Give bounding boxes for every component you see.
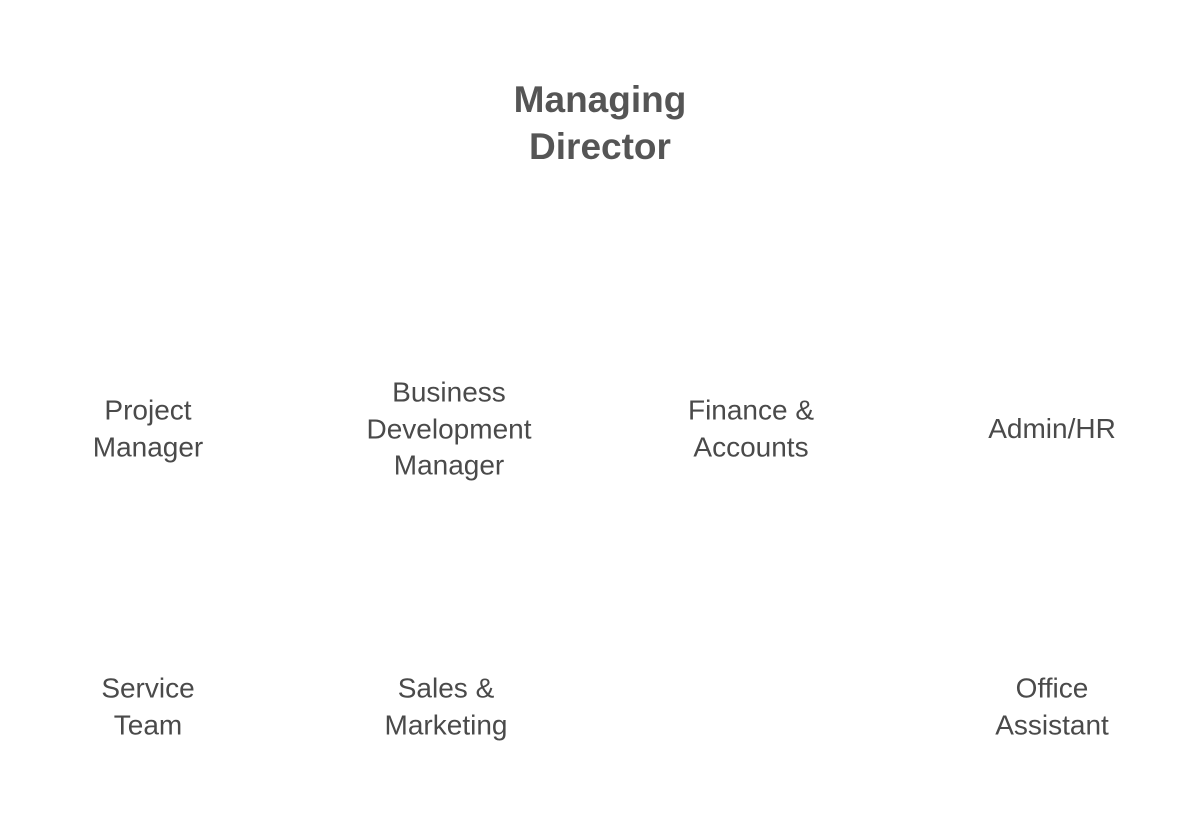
org-node-office-assistant: Office Assistant: [995, 671, 1109, 744]
org-node-sales-marketing: Sales & Marketing: [385, 671, 508, 744]
node-label-line: Development: [366, 412, 532, 444]
node-label-line: Business: [392, 376, 506, 408]
node-label-line: Assistant: [995, 709, 1109, 740]
org-node-service-team: Service Team: [101, 671, 194, 744]
org-node-managing-director: Managing Director: [514, 76, 687, 170]
node-label-line: Manager: [393, 449, 505, 481]
node-label-line: Service: [101, 672, 195, 704]
org-node-finance-accounts: Finance & Accounts: [688, 393, 814, 466]
node-label-line: Accounts: [693, 431, 809, 462]
node-label-line: Office: [1015, 672, 1089, 704]
node-label-line: Project: [104, 394, 192, 426]
org-node-admin-hr: Admin/HR: [988, 411, 1116, 448]
node-label-line: Team: [113, 709, 183, 740]
node-label-line: Managing: [513, 79, 687, 120]
org-node-project-manager: Project Manager: [93, 393, 204, 466]
node-label-line: Marketing: [384, 709, 508, 740]
node-label-line: Director: [529, 126, 671, 167]
node-label-line: Sales &: [397, 672, 495, 704]
node-label-line: Finance &: [687, 394, 815, 426]
org-node-business-development-manager: Business Development Manager: [367, 374, 532, 484]
node-label-line: Manager: [92, 431, 204, 462]
node-label-line: Admin/HR: [988, 412, 1116, 444]
